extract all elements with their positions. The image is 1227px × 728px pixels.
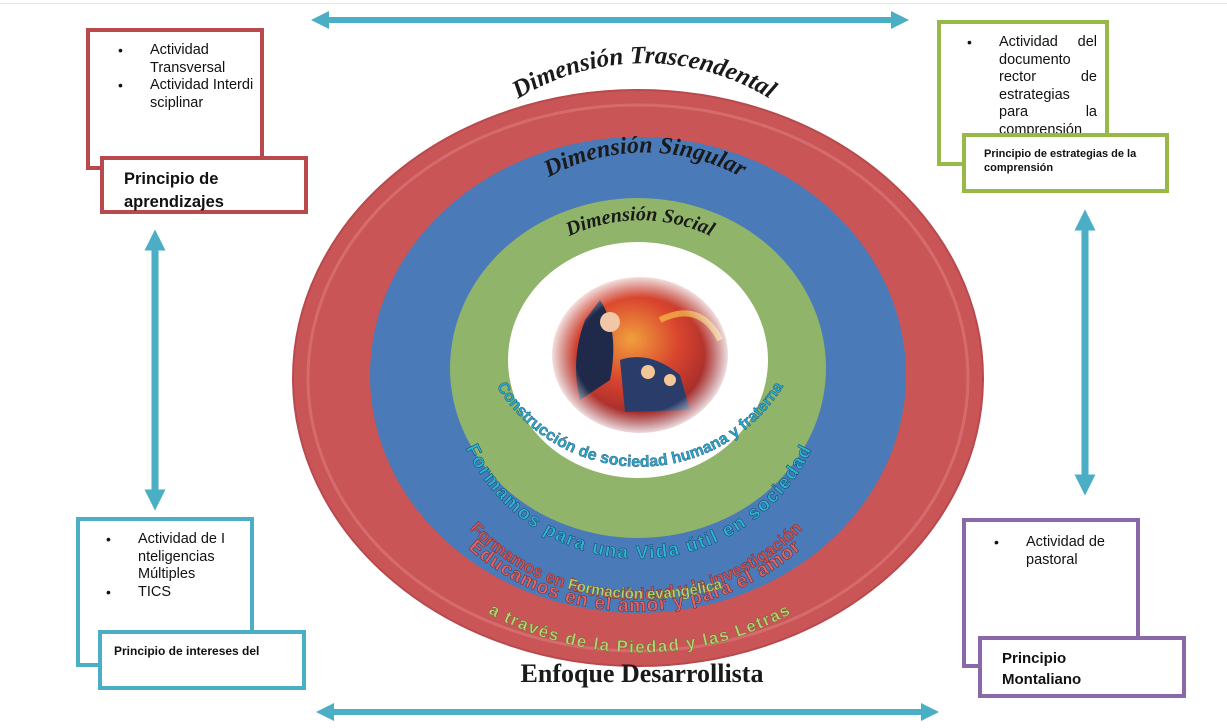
principle-label-aprendizajes: Principio de aprendizajes bbox=[100, 156, 308, 214]
top-left-activity-list: Actividad Transversal Actividad Interdis… bbox=[108, 42, 256, 112]
footer-title: Enfoque Desarrollista bbox=[521, 659, 764, 688]
list-item: Actividad de pastoral bbox=[994, 534, 1126, 569]
list-item: Actividad Transversal bbox=[118, 42, 256, 77]
list-item: Actividad de Inteligencias Múltiples bbox=[106, 531, 230, 584]
top-left-activity-box: Actividad Transversal Actividad Interdis… bbox=[86, 28, 264, 170]
principle-label-comprension: Principio de estrategias de la comprensi… bbox=[962, 133, 1169, 193]
principle-label-montaliano: Principio Montaliano bbox=[978, 636, 1186, 698]
bottom-right-activity-list: Actividad de pastoral bbox=[984, 534, 1132, 569]
list-item: TICS bbox=[106, 584, 246, 602]
outer-ring-highlight bbox=[306, 103, 970, 653]
principle-label-intereses: Principio de intereses del bbox=[98, 630, 306, 690]
list-item: Actividad Interdisciplinar bbox=[118, 77, 256, 112]
list-item: Actividad del documento rector de estrat… bbox=[967, 34, 1097, 139]
painting-icon bbox=[548, 273, 732, 437]
top-divider bbox=[0, 3, 1227, 4]
top-right-activity-list: Actividad del documento rector de estrat… bbox=[957, 34, 1097, 139]
bottom-left-activity-list: Actividad de Inteligencias Múltiples TIC… bbox=[96, 531, 246, 601]
